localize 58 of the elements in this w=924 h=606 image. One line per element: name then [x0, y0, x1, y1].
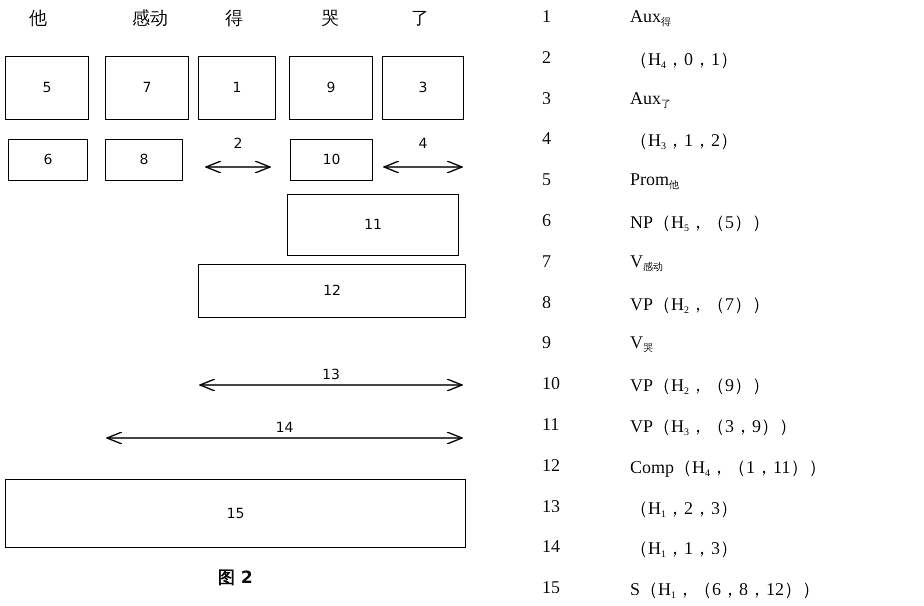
box-number: 9	[326, 80, 336, 96]
row-number: 11	[542, 414, 560, 435]
row-number: 7	[542, 250, 551, 272]
box-number: 10	[322, 152, 340, 168]
constituent-box	[289, 56, 373, 120]
constituent-box	[8, 139, 88, 181]
word-heading: 得	[225, 7, 243, 30]
row-number: 9	[542, 332, 551, 354]
box-number: 12	[323, 283, 341, 299]
rule-formula: Prom$_{他}$	[630, 169, 680, 192]
box-number: 3	[418, 80, 428, 96]
rule-formula: VP（H$_{3}$，（3，9））	[630, 415, 798, 438]
word-heading: 感动	[132, 7, 168, 30]
rule-formula: NP（H$_{5}$，（5））	[630, 211, 770, 234]
row-number: 4	[542, 128, 551, 150]
row-number: 13	[542, 496, 560, 517]
box-number: 7	[142, 80, 152, 96]
rule-formula: Aux$_{得}$	[630, 6, 671, 29]
constituent-box	[5, 479, 466, 548]
box-number: 5	[42, 80, 52, 96]
box-number: 1	[232, 80, 242, 96]
row-number: 3	[542, 88, 551, 109]
row-number: 12	[542, 454, 560, 476]
constituent-box	[290, 139, 373, 181]
row-number: 15	[542, 577, 560, 598]
rule-formula: （H$_{1}$，2，3）	[630, 496, 738, 520]
rule-formula: V$_{哭}$	[630, 332, 653, 356]
rule-formula: VP（H$_{2}$，（9））	[630, 374, 770, 398]
row-number: 14	[542, 536, 560, 558]
row-number: 1	[542, 6, 551, 27]
figure-caption: 图 2	[218, 567, 253, 589]
row-number: 8	[542, 292, 551, 313]
box-number: 6	[44, 152, 52, 168]
rule-formula: Comp（H$_{4}$，（1，11））	[630, 456, 826, 479]
rule-formula: （H$_{3}$，1，2）	[630, 129, 738, 152]
word-heading: 他	[29, 7, 47, 30]
constituent-box	[287, 194, 459, 256]
constituent-box	[198, 56, 276, 120]
rule-formula: （H$_{4}$，0，1）	[630, 48, 738, 71]
rule-formula: S（H$_{1}$，（6，8，12））	[630, 578, 820, 602]
box-number: 11	[364, 217, 382, 233]
constituent-box	[5, 56, 89, 120]
rule-formula: V$_{感动}$	[630, 250, 663, 274]
constituent-box	[105, 139, 183, 181]
row-number: 6	[542, 210, 551, 231]
constituent-box	[198, 264, 466, 318]
constituent-box	[382, 56, 464, 120]
row-number: 2	[542, 46, 551, 68]
rule-formula: Aux$_{了}$	[630, 88, 671, 111]
rule-formula: （H$_{1}$，1，3）	[630, 537, 738, 560]
constituent-box	[105, 56, 189, 120]
row-number: 5	[542, 169, 551, 190]
row-number: 10	[542, 373, 560, 394]
rule-formula: VP（H$_{2}$，（7））	[630, 292, 770, 316]
word-heading: 了	[411, 7, 429, 30]
word-heading: 哭	[321, 7, 339, 30]
box-number: 8	[140, 152, 148, 168]
box-number: 15	[226, 506, 244, 522]
